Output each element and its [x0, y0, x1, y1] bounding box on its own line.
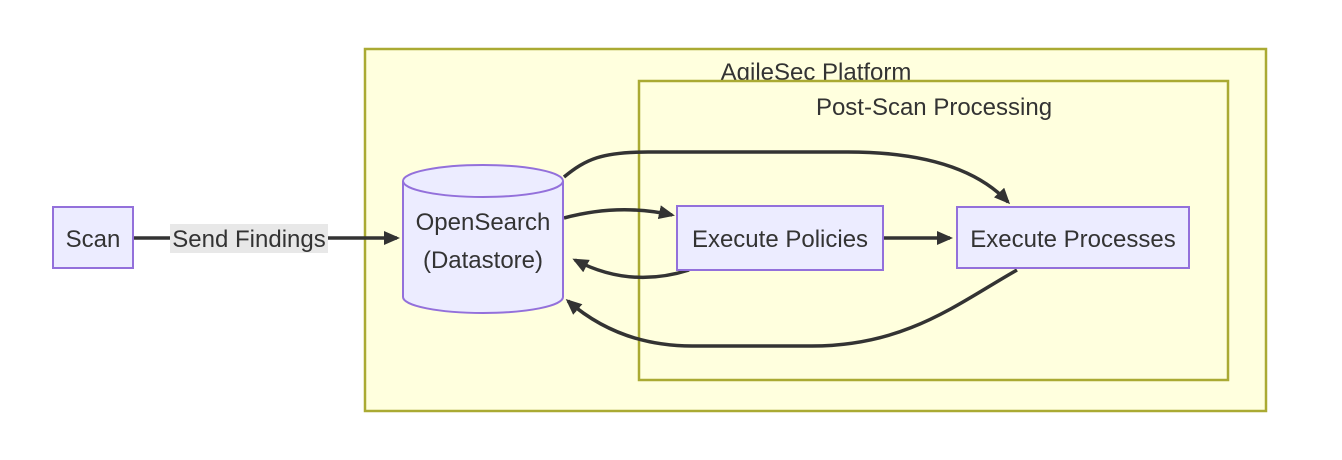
datastore-label-line2: (Datastore): [423, 247, 543, 274]
node-execute-policies: Execute Policies: [676, 205, 884, 271]
datastore-label-line1: OpenSearch: [416, 209, 551, 236]
post-scan-processing-title: Post-Scan Processing: [816, 94, 1052, 121]
execute-processes-box: [956, 206, 1190, 269]
scan-label: Scan: [66, 226, 121, 253]
send-findings-label-background: [170, 224, 328, 253]
execute-policies-box: [676, 205, 884, 271]
node-scan: Scan: [52, 206, 134, 269]
node-execute-processes: Execute Processes: [956, 206, 1190, 269]
datastore-cylinder: [402, 164, 564, 314]
edge-execute-policies-to-datastore: [572, 258, 690, 280]
execute-processes-label: Execute Processes: [970, 226, 1175, 253]
edge-datastore-to-execute-processes: [562, 150, 1011, 205]
edge-datastore-to-execute-policies: [563, 205, 675, 220]
datastore-cylinder-rim: [402, 180, 564, 198]
node-datastore: OpenSearch (Datastore): [402, 164, 564, 314]
edge-execute-processes-to-datastore: [565, 268, 1018, 348]
scan-box: [52, 206, 134, 269]
send-findings-label: Send Findings: [172, 226, 325, 253]
execute-policies-label: Execute Policies: [692, 226, 868, 253]
